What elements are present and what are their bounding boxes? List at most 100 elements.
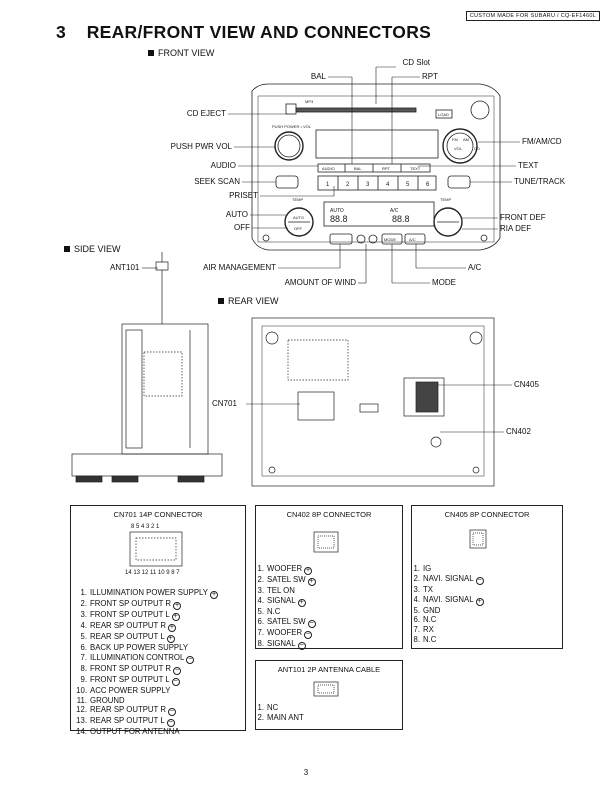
cn701-pin-3: 3.FRONT SP OUTPUT L+ bbox=[80, 610, 180, 621]
callout-text: TEXT bbox=[518, 161, 539, 170]
cn405-title: CN405 8P CONNECTOR bbox=[444, 510, 530, 519]
page-title: 3 REAR/FRONT VIEW AND CONNECTORS bbox=[56, 22, 431, 43]
callout-priset: PRISET bbox=[229, 191, 258, 200]
rear-callout-lines bbox=[246, 384, 512, 433]
cn402-pin-1: 1.WOOFER+ bbox=[257, 564, 313, 575]
cn405-pin-5: 5.GND bbox=[413, 605, 441, 615]
callout-ant101: ANT101 bbox=[110, 263, 140, 272]
cn402-pin-5: 5.N.C bbox=[257, 606, 281, 616]
cn701-pin-1: 1.ILLUMINATION POWER SUPPLY+ bbox=[80, 588, 218, 599]
panel-mode-key: MODE bbox=[384, 237, 396, 242]
cn402-pin-2: 2.SATEL SW+ bbox=[257, 575, 316, 586]
panel-load-text: LOAD bbox=[438, 112, 449, 117]
cn701-pin-13: 13.REAR SP OUTPUT L− bbox=[76, 716, 175, 728]
polarity-icon: + bbox=[304, 567, 313, 575]
callout-bal: BAL bbox=[310, 72, 326, 81]
cn405-pin-1: 1.IG bbox=[413, 564, 432, 573]
display-digits-left: 88.8 bbox=[330, 214, 348, 224]
display-ac: A/C bbox=[390, 208, 399, 214]
polarity-icon: − bbox=[307, 619, 316, 628]
polarity-icon: + bbox=[171, 613, 180, 621]
callout-cn405: CN405 bbox=[514, 380, 539, 389]
cn402-pin-6: 6.SATEL SW− bbox=[257, 616, 316, 628]
cn701-pin-4: 4.REAR SP OUTPUT R+ bbox=[80, 621, 176, 632]
cn701-pin-9: 9.FRONT SP OUTPUT L− bbox=[80, 674, 180, 686]
cn701-bottom-pin-numbers: 14 13 12 11 10 9 8 7 bbox=[125, 570, 180, 576]
polarity-icon: − bbox=[166, 719, 175, 728]
panel-vol-text: VOL bbox=[454, 146, 463, 151]
polarity-icon: − bbox=[171, 677, 180, 686]
cn402-title: CN402 8P CONNECTOR bbox=[286, 510, 372, 519]
panel-temp-right: TEMP bbox=[440, 197, 451, 202]
callout-cn701: CN701 bbox=[212, 399, 237, 408]
polarity-icon: + bbox=[210, 591, 218, 599]
panel-cd-key: CD bbox=[474, 146, 480, 151]
panel-audio-key: AUDIO bbox=[322, 166, 335, 171]
callout-cd-slot: CD Slot bbox=[402, 58, 430, 67]
polarity-icon: + bbox=[166, 635, 175, 643]
section-title: REAR/FRONT VIEW AND CONNECTORS bbox=[86, 22, 432, 42]
rear-view-label: REAR VIEW bbox=[218, 296, 279, 306]
preset-key-6: 6 bbox=[426, 182, 430, 188]
display-auto: AUTO bbox=[330, 208, 344, 214]
cn701-pin-8: 8.FRONT SP OUTPUT R− bbox=[80, 663, 182, 675]
polarity-icon: − bbox=[475, 576, 484, 585]
ant101-pin-1: 1.NC bbox=[257, 703, 279, 712]
cn402-pin-7: 7.WOOFER− bbox=[257, 627, 313, 639]
panel-auto-key: AUTO bbox=[293, 215, 304, 220]
cn701-pin-7: 7.ILLUMINATION CONTROL− bbox=[80, 652, 195, 664]
cn402-pin-3: 3.TEL ON bbox=[257, 586, 295, 595]
cn402-pin-4: 4.SIGNAL+ bbox=[257, 595, 306, 607]
cn402-pin-8: 8.SIGNAL− bbox=[257, 638, 306, 650]
polarity-icon: − bbox=[304, 630, 313, 639]
side-view-drawing bbox=[71, 252, 223, 483]
callout-off: OFF bbox=[234, 223, 250, 232]
square-bullet-icon bbox=[64, 246, 70, 252]
connector-drawings bbox=[129, 529, 487, 697]
polarity-icon: + bbox=[475, 597, 484, 606]
polarity-icon: − bbox=[186, 655, 195, 664]
panel-mp3-text: MP3 bbox=[305, 99, 314, 104]
polarity-icon: + bbox=[167, 624, 176, 632]
side-view-label: SIDE VIEW bbox=[64, 244, 121, 254]
cn405-pin-8: 8.N.C bbox=[413, 634, 437, 644]
cn701-connector-box: CN701 14P CONNECTOR 8 5 4 3 2 1 14 13 12… bbox=[70, 505, 246, 736]
cn701-pin-list: 1.ILLUMINATION POWER SUPPLY+2.FRONT SP O… bbox=[73, 588, 218, 737]
callout-rpt: RPT bbox=[422, 72, 438, 81]
cn701-top-pin-numbers: 8 5 4 3 2 1 bbox=[131, 524, 160, 530]
polarity-icon: + bbox=[307, 578, 316, 586]
preset-key-2: 2 bbox=[346, 182, 350, 188]
cn405-pin-7: 7.RX bbox=[413, 625, 434, 635]
cn405-pin-2: 2.NAVI. SIGNAL− bbox=[413, 573, 484, 585]
polarity-icon: − bbox=[173, 666, 182, 675]
cn701-title: CN701 14P CONNECTOR bbox=[113, 510, 203, 519]
front-callout-lines bbox=[228, 66, 520, 284]
ant101-pin-2: 2.MAIN ANT bbox=[257, 712, 304, 722]
cn405-pin-6: 6.N.C bbox=[413, 615, 437, 625]
preset-key-4: 4 bbox=[386, 182, 390, 188]
callout-audio: AUDIO bbox=[210, 161, 236, 170]
panel-rpt-key: RPT bbox=[382, 166, 391, 171]
callout-cd-eject: CD EJECT bbox=[186, 109, 226, 118]
callout-amount-of-wind: AMOUNT OF WIND bbox=[284, 278, 356, 287]
rear-view-drawing bbox=[251, 317, 495, 487]
square-bullet-icon bbox=[218, 298, 224, 304]
callout-push-pwr-vol: PUSH PWR VOL bbox=[170, 142, 232, 151]
cn701-pin-10: 10.ACC POWER SUPPLY bbox=[76, 685, 171, 695]
callout-mode: MODE bbox=[432, 278, 456, 287]
cn701-pin-11: 11.GROUND bbox=[76, 695, 125, 705]
cn402-connector-box: CN402 8P CONNECTOR 1.WOOFER+2.SATEL SW+3… bbox=[255, 505, 403, 650]
front-view-label: FRONT VIEW bbox=[148, 48, 214, 58]
preset-key-1: 1 bbox=[326, 182, 330, 188]
front-panel-drawing bbox=[251, 83, 501, 251]
preset-key-5: 5 bbox=[406, 182, 410, 188]
cn701-pin-6: 6.BACK UP POWER SUPPLY bbox=[80, 643, 189, 652]
callout-cn402: CN402 bbox=[506, 427, 531, 436]
panel-ac-key: A/C bbox=[409, 237, 416, 242]
cn701-pin-5: 5.REAR SP OUTPUT L+ bbox=[80, 632, 175, 643]
